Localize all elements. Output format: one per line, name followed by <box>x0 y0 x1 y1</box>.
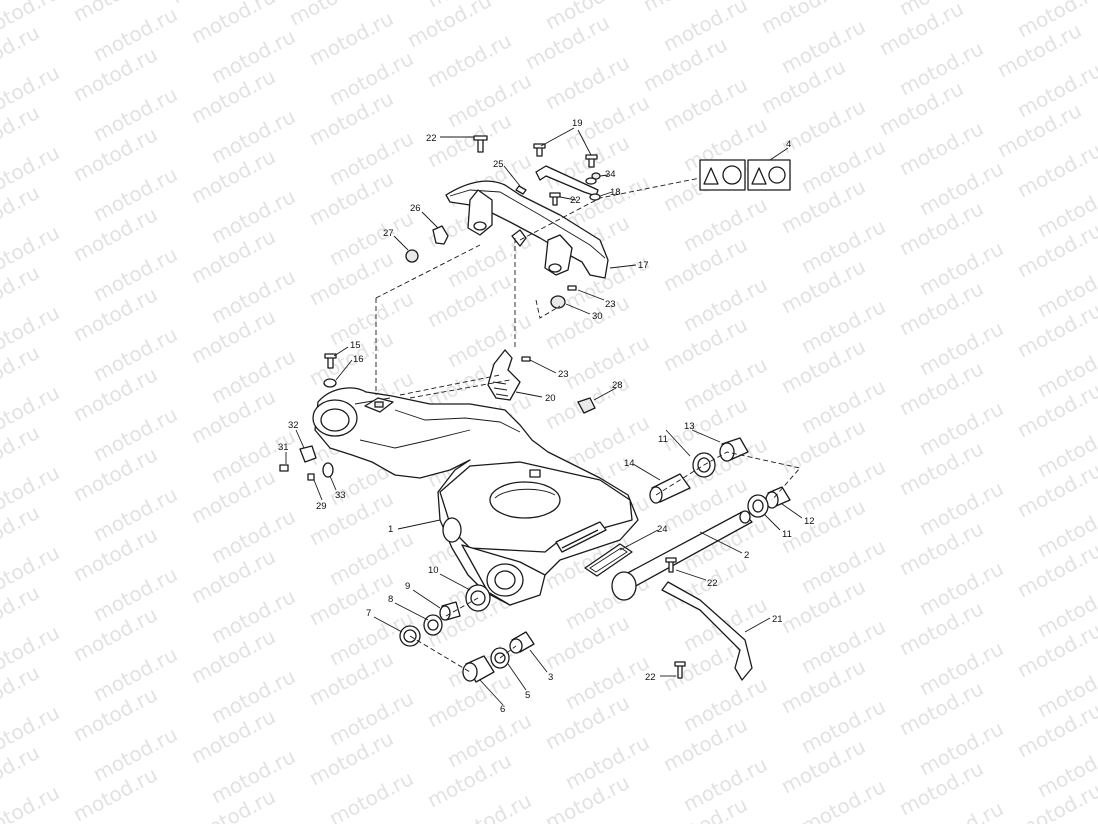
callout-11a: 11 <box>658 434 668 445</box>
callout-6: 6 <box>500 704 505 715</box>
callout-8: 8 <box>388 594 393 605</box>
callout-12: 12 <box>804 516 815 527</box>
callout-25: 25 <box>493 159 504 170</box>
warning-decals <box>699 159 791 191</box>
callout-31: 31 <box>278 442 289 453</box>
callout-32: 32 <box>288 420 299 431</box>
callout-22c: 22 <box>707 578 718 589</box>
callout-23b: 23 <box>558 369 569 380</box>
chain-guard-part <box>445 180 609 279</box>
callout-30: 30 <box>592 311 603 322</box>
callout-13: 13 <box>684 421 695 432</box>
callout-10: 10 <box>428 565 439 576</box>
small-parts <box>279 135 601 481</box>
callout-23a: 23 <box>605 299 616 310</box>
leader-lines <box>285 127 803 706</box>
callout-22a: 22 <box>426 133 437 144</box>
callout-9: 9 <box>405 581 410 592</box>
callout-22d: 22 <box>645 672 656 683</box>
callout-11b: 11 <box>782 529 792 540</box>
callout-21: 21 <box>772 614 783 625</box>
callout-14: 14 <box>624 458 635 469</box>
callout-18: 18 <box>610 187 621 198</box>
callout-2: 2 <box>744 550 749 561</box>
swingarm-part <box>312 387 639 606</box>
callout-16: 16 <box>353 354 364 365</box>
callout-5: 5 <box>525 690 530 701</box>
callout-22b: 22 <box>570 195 581 206</box>
callout-15: 15 <box>350 340 361 351</box>
callout-17: 17 <box>638 260 649 271</box>
guide-lines <box>375 177 801 673</box>
callout-labels: 1 2 3 4 5 6 7 8 9 10 11 11 12 13 14 15 1… <box>278 118 815 715</box>
callout-1: 1 <box>388 524 393 535</box>
callout-7: 7 <box>366 608 371 619</box>
callout-19: 19 <box>572 118 583 129</box>
callout-26: 26 <box>410 203 421 214</box>
callout-29: 29 <box>316 501 327 512</box>
bushing-parts <box>584 437 791 681</box>
callout-24: 24 <box>657 524 668 535</box>
callout-4: 4 <box>786 139 791 150</box>
callout-20: 20 <box>545 393 556 404</box>
callout-3: 3 <box>548 672 553 683</box>
watermark-text: motod.ru <box>0 780 63 824</box>
callout-28: 28 <box>612 380 623 391</box>
callout-33: 33 <box>335 490 346 501</box>
callout-34: 34 <box>605 169 616 180</box>
callout-27: 27 <box>383 228 394 239</box>
